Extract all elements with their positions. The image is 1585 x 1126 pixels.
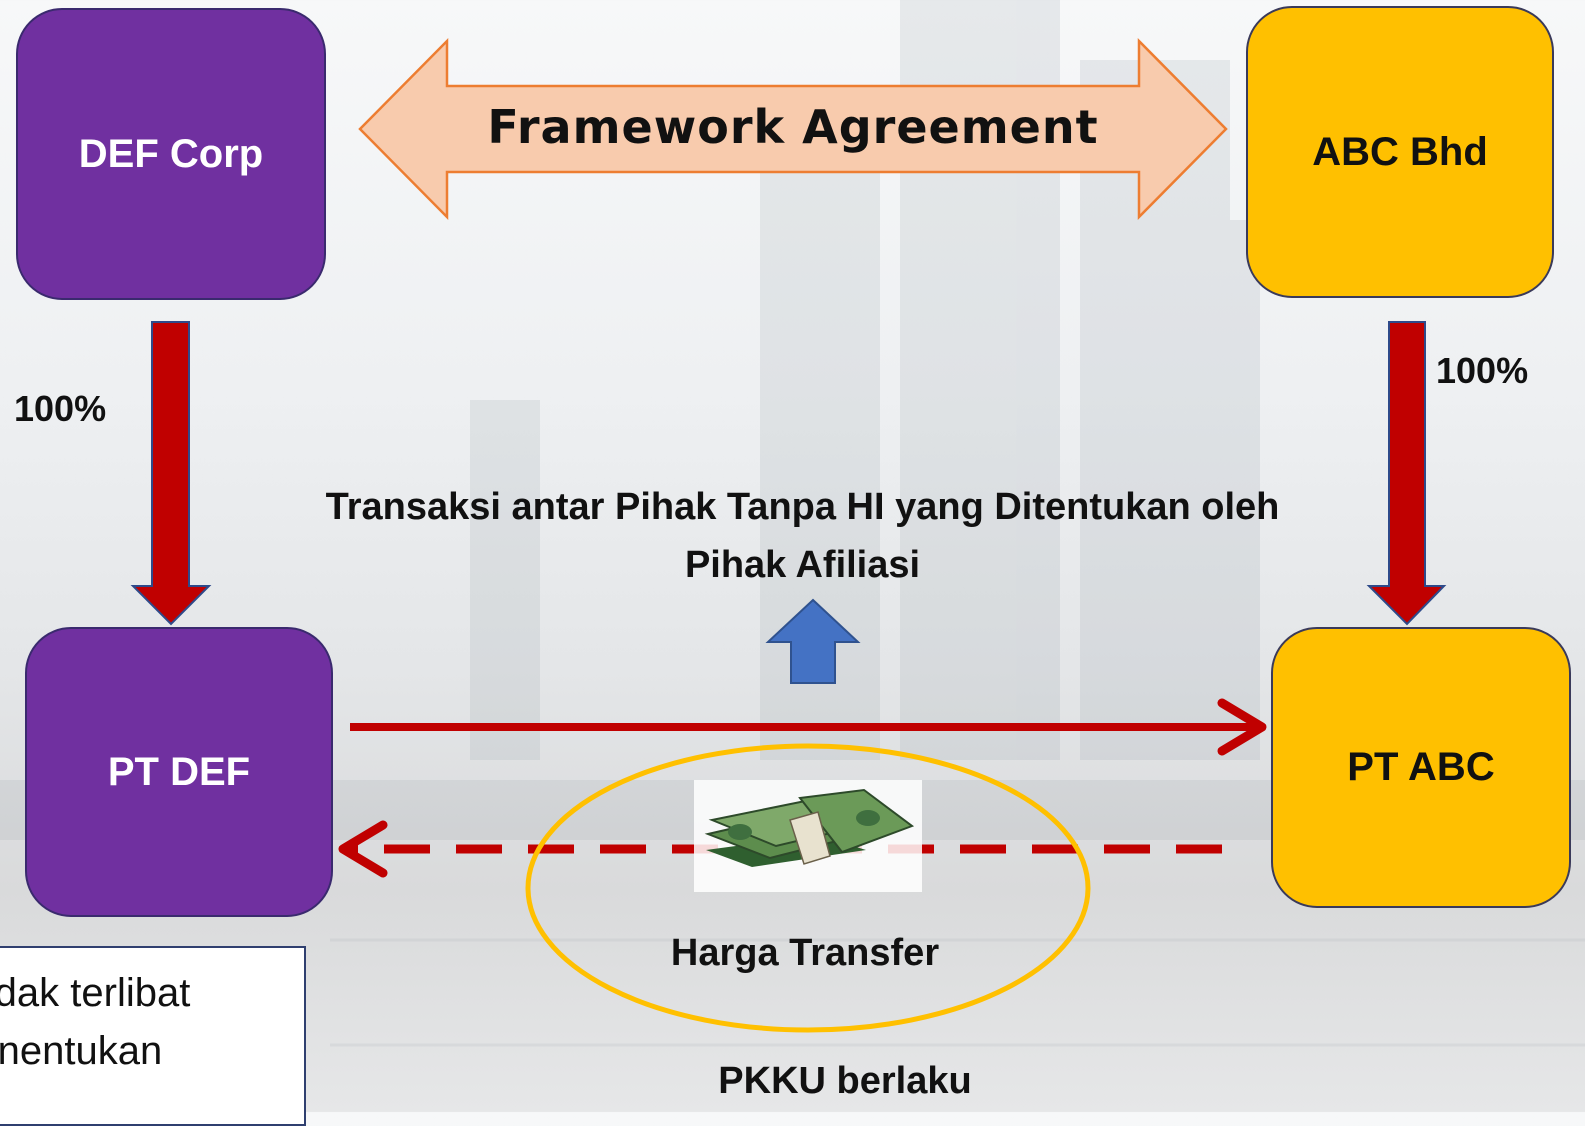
ownership-left-label: 100% bbox=[14, 388, 107, 429]
ownership-right-label: 100% bbox=[1436, 350, 1529, 391]
transfer-price-ellipse bbox=[525, 743, 1091, 1033]
note-text: PT ABC tidak terlibat dalam menentukan bbox=[0, 971, 191, 1073]
ownership-arrow-right bbox=[1366, 321, 1447, 626]
entity-pt-def: PT DEF bbox=[25, 627, 333, 917]
transaction-arrow-head bbox=[1217, 698, 1267, 756]
money-stack-icon bbox=[694, 780, 922, 892]
up-arrow bbox=[765, 598, 861, 684]
entity-abc-bhd: ABC Bhd bbox=[1246, 6, 1554, 298]
framework-agreement-label: Framework Agreement bbox=[487, 100, 1099, 154]
pt-abc-label: PT ABC bbox=[1347, 745, 1495, 789]
abc-bhd-label: ABC Bhd bbox=[1312, 129, 1488, 174]
note-box: PT ABC tidak terlibat dalam menentukan bbox=[0, 946, 306, 1126]
def-corp-label: DEF Corp bbox=[78, 131, 264, 176]
framework-agreement-arrow bbox=[358, 37, 1228, 221]
ownership-arrow-left bbox=[130, 321, 212, 626]
transfer-price-label: Harga Transfer bbox=[670, 932, 940, 974]
pt-def-label: PT DEF bbox=[107, 749, 251, 794]
transaction-label: Transaksi antar Pihak Tanpa HI yang Dite… bbox=[325, 486, 1280, 586]
entity-def-corp: DEF Corp bbox=[16, 8, 326, 300]
payment-arrow-head bbox=[338, 820, 388, 878]
pkku-label: PKKU berlaku bbox=[718, 1060, 972, 1102]
entity-pt-abc: PT ABC bbox=[1271, 627, 1571, 908]
